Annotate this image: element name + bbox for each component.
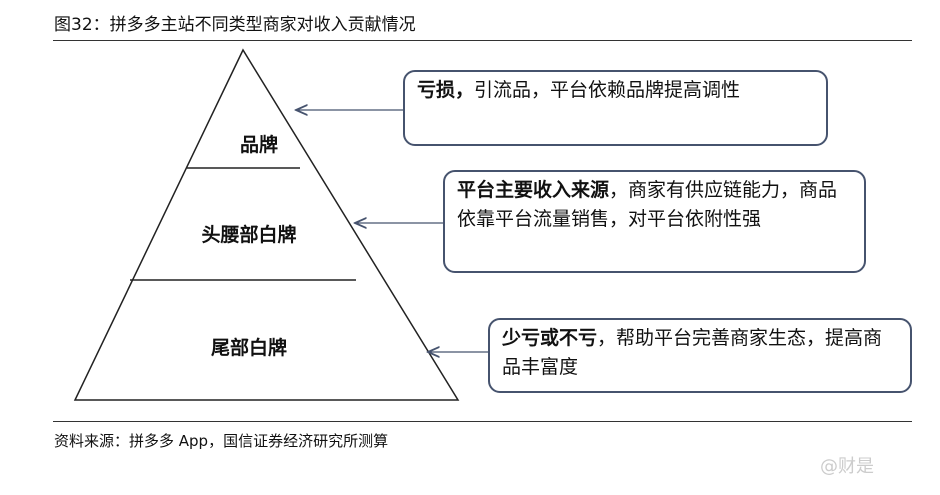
pyramid-outline [73,48,460,401]
callout-text: ，商家有供应链能力，商品依靠平台流量销售，对平台依附性强 [457,179,838,230]
level-tail-white-label: 尾部白牌 [210,337,287,359]
pyramid-diagram [73,48,488,401]
level-mid-white-label: 头腰部白牌 [201,224,297,246]
callout-brand: 亏损，引流品，平台依赖品牌提高调性 [403,70,828,146]
top-rule [53,40,912,41]
callout-bold: 亏损， [417,79,475,101]
callout-mid: 平台主要收入来源，商家有供应链能力，商品依靠平台流量销售，对平台依附性强 [443,170,866,273]
bottom-rule [53,421,912,422]
level-brand: 品牌 [239,134,278,156]
callout-text: ，帮助平台完善商家生态，提高商品丰富度 [502,327,883,378]
callout-tail: 少亏或不亏，帮助平台完善商家生态，提高商品丰富度 [488,318,912,393]
callout-bold: 少亏或不亏 [502,327,598,349]
watermark: @财是 [820,456,874,477]
source-note: 资料来源：拼多多 App，国信证券经济研究所测算 [54,432,389,450]
callout-bold: 平台主要收入来源 [457,179,610,201]
callout-text: 引流品，平台依赖品牌提高调性 [474,79,741,101]
figure-title: 图32：拼多多主站不同类型商家对收入贡献情况 [54,15,416,35]
